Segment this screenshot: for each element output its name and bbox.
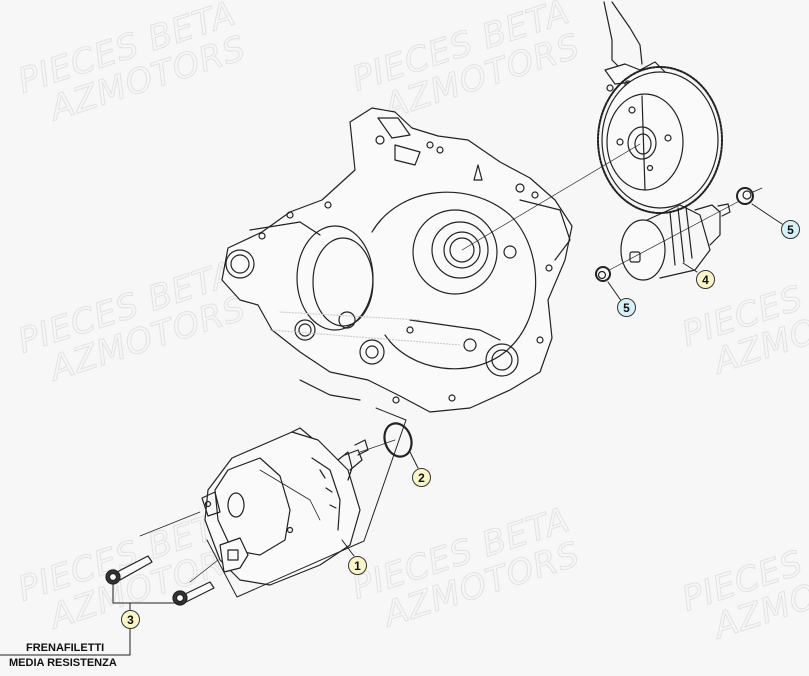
flywheel-drawing — [597, 1, 723, 214]
callout-4[interactable]: 4 — [696, 270, 715, 289]
starter-drive-gear-drawing — [599, 197, 746, 281]
callout-3[interactable]: 3 — [121, 610, 140, 629]
nut-right-drawing — [736, 187, 763, 205]
callout-5-left[interactable]: 5 — [617, 298, 636, 317]
bolt-lower-drawing — [172, 581, 215, 606]
callout-5-right[interactable]: 5 — [781, 220, 800, 239]
threadlocker-note-line2: MEDIA RESISTENZA — [9, 657, 117, 669]
assembly-axis-line — [461, 143, 641, 251]
callout-2[interactable]: 2 — [412, 468, 431, 487]
nut-left-drawing — [595, 266, 611, 282]
leader-lines — [0, 203, 783, 656]
crankcase-drawing — [221, 107, 573, 413]
threadlocker-note-line1: FRENAFILETTI — [26, 642, 105, 654]
starter-motor-drawing — [139, 427, 396, 586]
o-ring-drawing — [383, 422, 413, 458]
bolt-upper-drawing — [105, 555, 153, 585]
callout-1[interactable]: 1 — [348, 556, 367, 575]
